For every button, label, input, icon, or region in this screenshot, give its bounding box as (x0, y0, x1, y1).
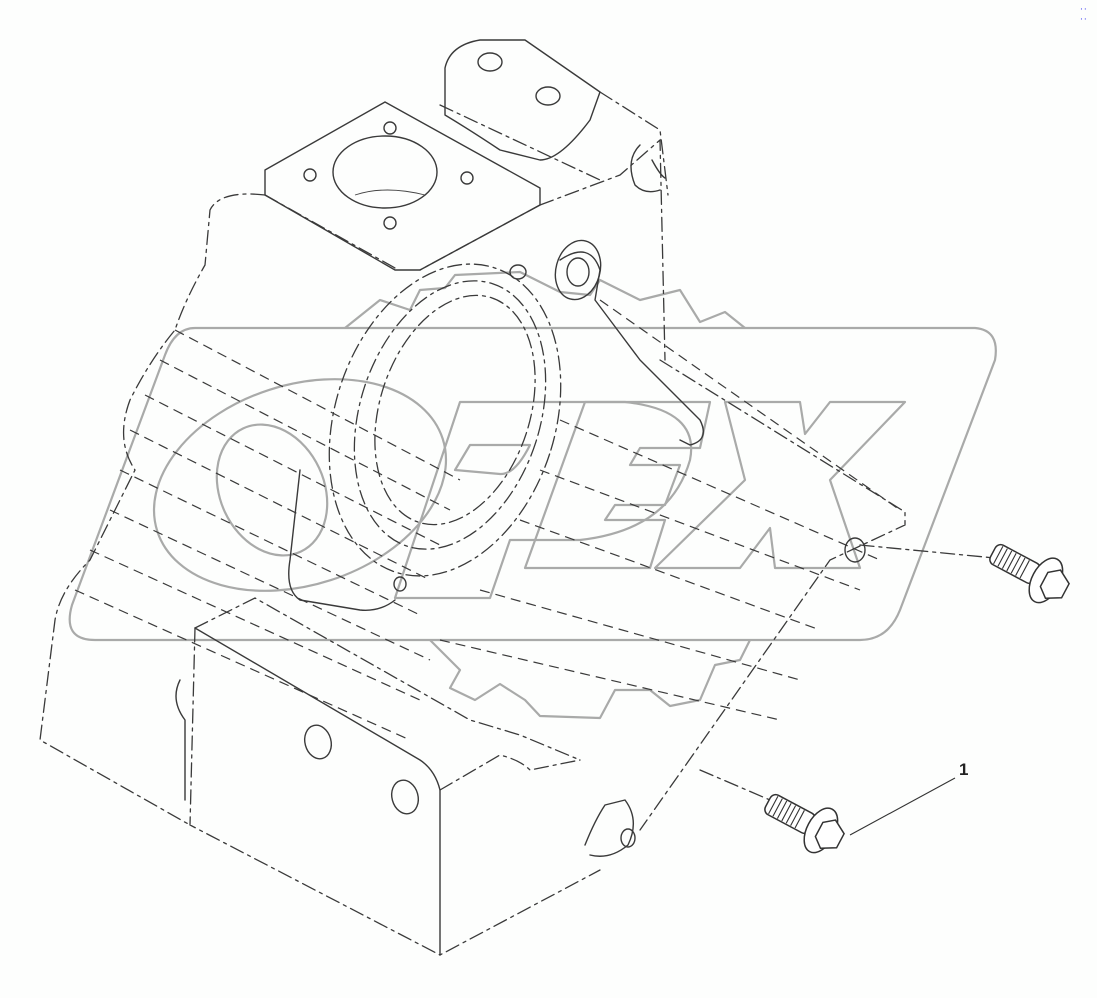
housing (39, 39, 906, 956)
leader-lines (699, 544, 996, 836)
flange-bolt-lower[interactable] (757, 781, 852, 862)
thread-marks (993, 545, 1030, 579)
callout-1-label[interactable]: 1 (959, 760, 969, 779)
opex-watermark (68, 270, 997, 720)
bolt-lower-axis (699, 769, 771, 801)
flange-bolt-upper[interactable] (982, 531, 1077, 612)
thread-marks (768, 795, 805, 829)
corner-mark: ·· ·· (1080, 5, 1088, 25)
callout-1-leader (849, 777, 956, 836)
bolt-upper-axis (859, 544, 996, 559)
